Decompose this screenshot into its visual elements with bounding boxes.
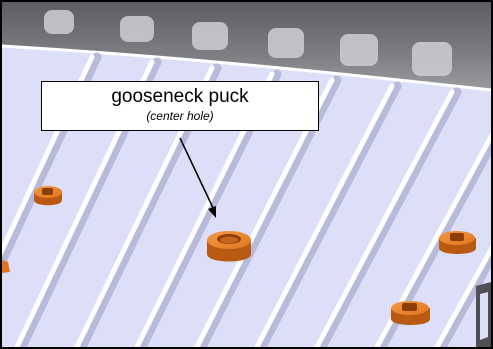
gooseneck-puck-icon [207, 231, 251, 262]
bulkhead-edge [2, 44, 491, 92]
stake-pocket-puck-icon [34, 186, 62, 206]
stake-pocket-puck-icon [2, 260, 10, 273]
callout-title: gooseneck puck [111, 86, 249, 107]
bed-side-wall-opening [480, 292, 488, 340]
stake-pocket-puck-icon [391, 301, 430, 325]
stake-pocket-puck-icon [439, 231, 476, 254]
callout-subtitle: (center hole) [146, 109, 214, 123]
pointer-arrow-icon [179, 137, 216, 218]
bulkhead-ribs [44, 10, 452, 76]
callout-box: gooseneck puck (center hole) [41, 81, 319, 131]
